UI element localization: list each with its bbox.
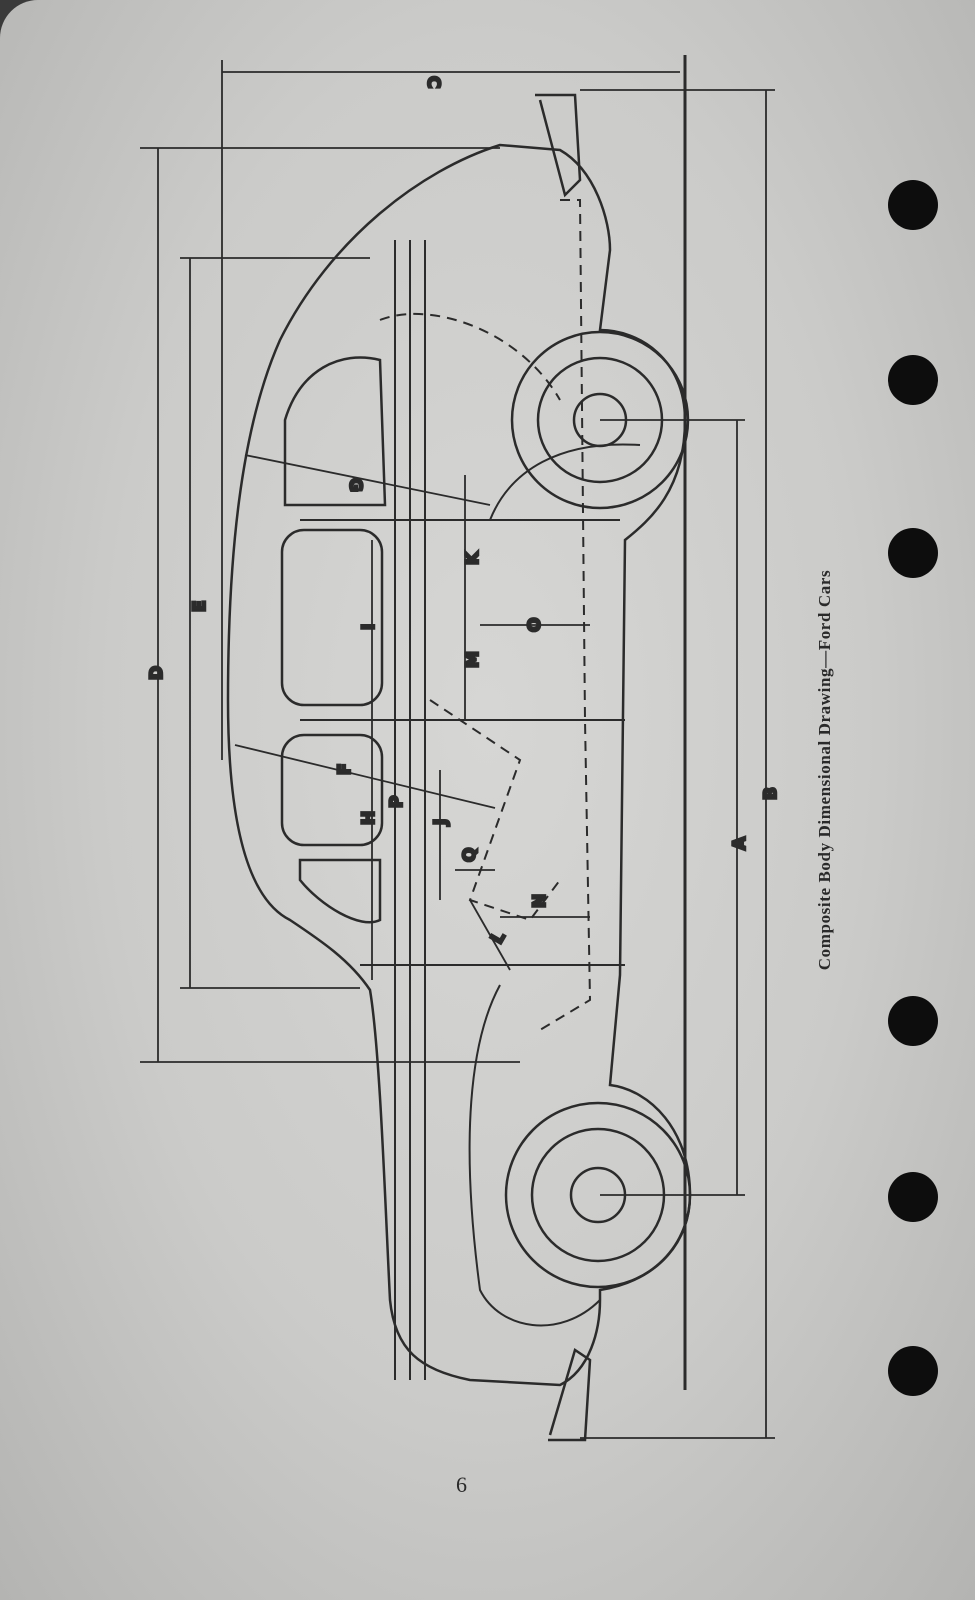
label-k: K [463,551,483,565]
label-c: C [423,76,443,88]
binder-hole [888,1172,938,1222]
rear-fender [489,443,641,521]
label-m: M [463,651,483,668]
quarter-window [283,356,387,507]
label-n: N [530,894,550,908]
front-bumper [548,1348,592,1442]
label-o: O [525,618,545,632]
label-a: A [730,836,750,850]
rear-door-window [280,528,384,707]
dimension-labels: C D E F G H I J K L M N O P Q A B [146,75,783,949]
figure-caption: Composite Body Dimensional Drawing—Ford … [815,569,834,971]
label-d: D [147,666,167,680]
belt-moulding [394,240,426,1380]
label-l: L [487,928,510,948]
label-b: B [761,787,781,800]
label-f: F [335,763,355,775]
binder-hole [888,1346,938,1396]
label-h: H [359,811,379,825]
label-q: Q [460,848,480,862]
binder-hole [888,996,938,1046]
front-door-window [280,733,384,847]
label-i: I [359,624,379,630]
car-body-outline [226,143,692,1387]
dimension-lines [140,60,775,1439]
binder-hole [888,180,938,230]
label-p: P [387,796,407,808]
interior-outline-dashed [379,199,592,1031]
door-lines [300,519,625,966]
label-e: E [190,600,210,612]
binder-hole [888,528,938,578]
binder-hole [888,355,938,405]
vent-window [298,858,382,924]
page-number: 6 [456,1472,467,1497]
rear-bumper [535,93,582,198]
label-g: G [345,478,365,492]
label-j: J [431,819,451,826]
front-fender [468,984,601,1327]
